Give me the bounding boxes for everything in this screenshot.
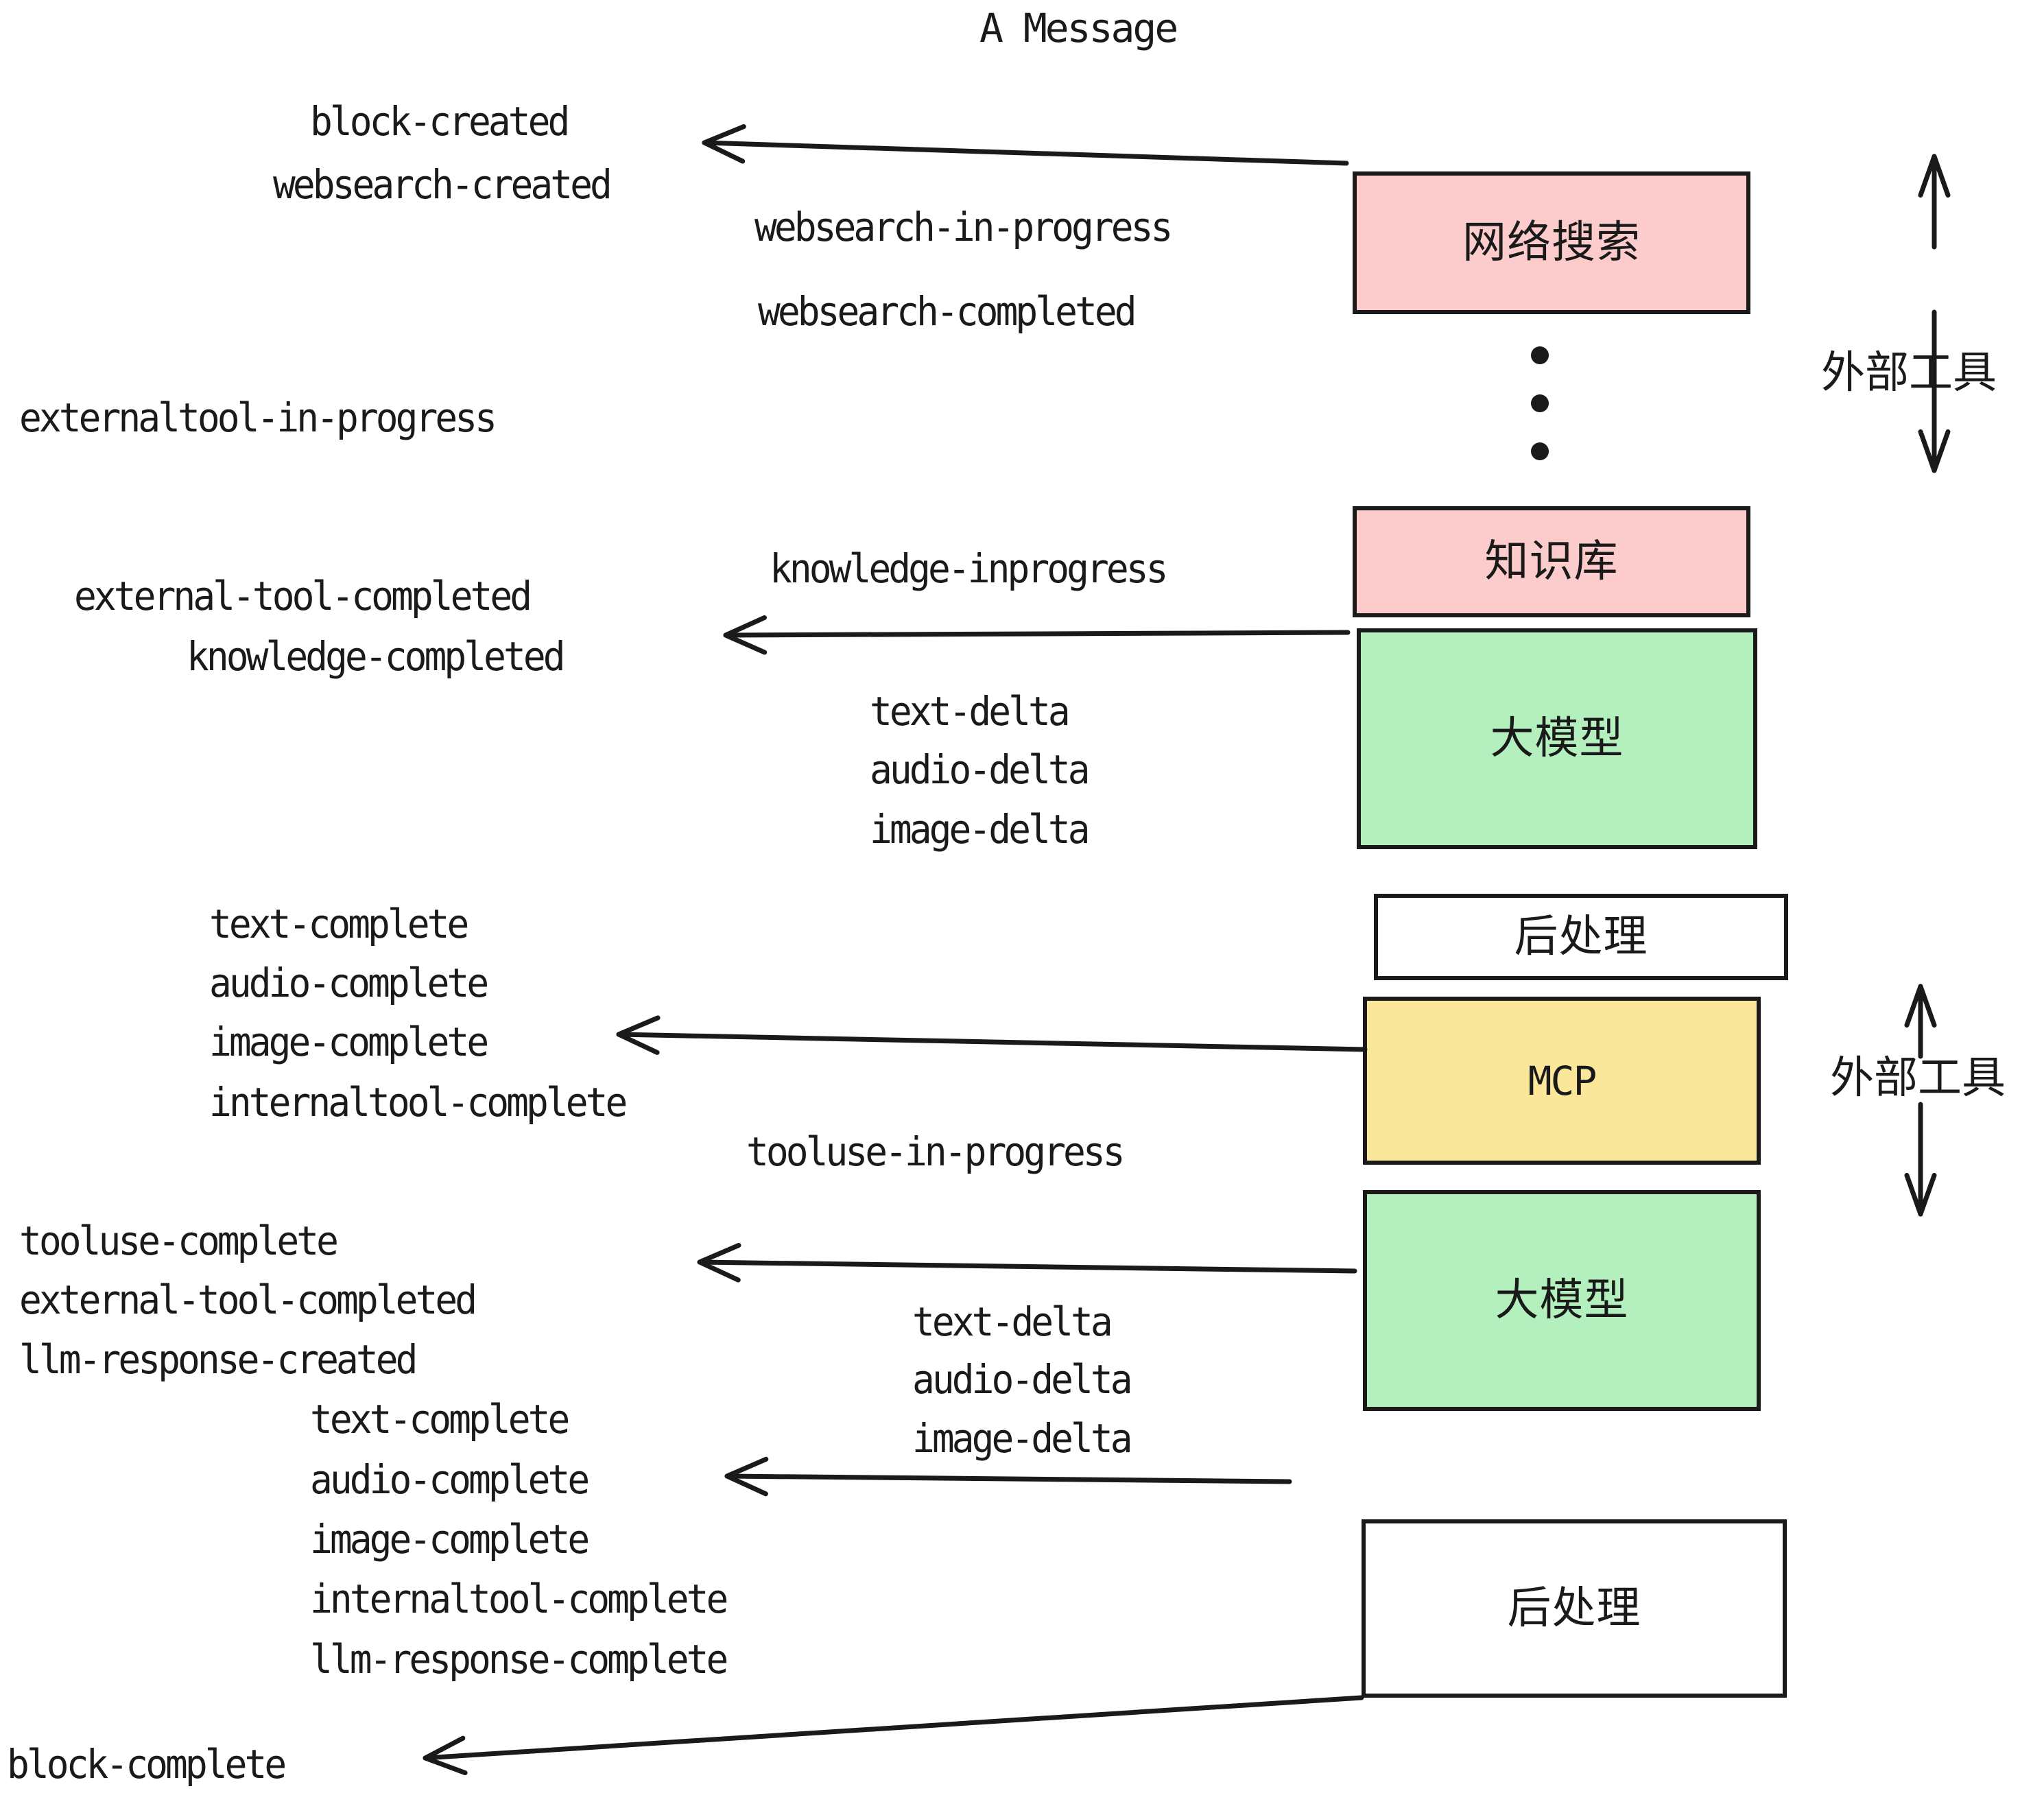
event-label-llm-response-created: llm-response-created <box>19 1336 418 1383</box>
node-box-label: 大模型 <box>1490 713 1624 764</box>
event-label-external-tool-completed-1: external-tool-completed <box>74 573 532 619</box>
event-label-text-complete-1: text-complete <box>209 901 469 947</box>
node-box-llm-2: 大模型 <box>1363 1190 1761 1411</box>
node-box-label: MCP <box>1528 1057 1597 1104</box>
node-box-label: 后处理 <box>1514 912 1648 962</box>
ellipsis-dot-1 <box>1531 346 1549 364</box>
bracket-up-head-external-tools-top <box>1918 154 1951 198</box>
node-box-label: 知识库 <box>1484 536 1619 587</box>
event-label-image-delta-2: image-delta <box>912 1415 1133 1462</box>
bracket-label-external-tools-top: 外部工具 <box>1821 348 1997 399</box>
event-label-internaltool-complete-1: internaltool-complete <box>209 1079 628 1126</box>
node-box-mcp: MCP <box>1363 997 1761 1165</box>
node-box-knowledge: 知识库 <box>1353 506 1750 617</box>
arrow-head-arrow-knowledge-done <box>723 615 768 655</box>
event-label-image-complete-2: image-complete <box>310 1516 590 1563</box>
arrow-line-arrow-audio-complete <box>724 1473 1292 1484</box>
bracket-down-head-external-tools-bottom <box>1904 1172 1937 1217</box>
event-label-websearch-completed: websearch-completed <box>758 288 1137 335</box>
event-label-audio-delta-1: audio-delta <box>870 746 1091 793</box>
node-box-llm-1: 大模型 <box>1357 628 1757 849</box>
arrow-line-arrow-tooluse-complete <box>697 1259 1357 1274</box>
bracket-down-head-external-tools-top <box>1918 429 1951 473</box>
arrow-head-arrow-image-complete <box>616 1015 661 1055</box>
node-box-postproc-1: 后处理 <box>1374 894 1788 980</box>
node-box-postproc-2: 后处理 <box>1362 1519 1787 1698</box>
event-label-image-complete-1: image-complete <box>209 1019 489 1065</box>
node-box-websearch: 网络搜索 <box>1353 171 1750 314</box>
event-label-websearch-created: websearch-created <box>273 161 613 208</box>
event-label-knowledge-completed: knowledge-completed <box>187 633 566 680</box>
diagram-title: A Message <box>979 5 1178 51</box>
event-label-internaltool-complete-2: internaltool-complete <box>310 1576 728 1622</box>
event-label-audio-delta-2: audio-delta <box>912 1356 1133 1403</box>
event-label-llm-response-complete: llm-response-complete <box>310 1636 728 1683</box>
arrow-head-arrow-block-complete <box>423 1735 468 1776</box>
ellipsis-dot-3 <box>1531 442 1549 460</box>
event-label-tooluse-complete: tooluse-complete <box>19 1218 339 1264</box>
event-label-tooluse-in-progress: tooluse-in-progress <box>746 1128 1126 1175</box>
event-label-websearch-in-progress: websearch-in-progress <box>754 204 1173 250</box>
arrow-head-arrow-block-created <box>702 124 746 164</box>
event-label-image-delta-1: image-delta <box>870 806 1091 853</box>
node-box-label: 后处理 <box>1507 1583 1641 1634</box>
event-label-audio-complete-1: audio-complete <box>209 960 489 1006</box>
arrow-head-arrow-audio-complete <box>724 1456 769 1497</box>
event-label-text-complete-2: text-complete <box>310 1396 570 1443</box>
event-label-block-complete: block-complete <box>7 1741 287 1788</box>
arrow-line-arrow-knowledge-done <box>723 630 1351 638</box>
event-label-text-delta-1: text-delta <box>870 688 1071 735</box>
bracket-label-external-tools-bottom: 外部工具 <box>1830 1053 2006 1104</box>
event-label-audio-complete-2: audio-complete <box>310 1456 590 1503</box>
arrow-line-arrow-image-complete <box>616 1032 1368 1052</box>
arrow-head-arrow-tooluse-complete <box>697 1242 741 1283</box>
bracket-up-head-external-tools-bottom <box>1904 984 1937 1028</box>
arrow-line-arrow-block-complete <box>423 1695 1364 1761</box>
node-box-label: 网络搜索 <box>1462 217 1641 268</box>
event-label-external-tool-completed-2: external-tool-completed <box>19 1277 477 1323</box>
node-box-label: 大模型 <box>1495 1275 1629 1326</box>
event-label-knowledge-inprogress: knowledge-inprogress <box>770 545 1168 592</box>
event-label-externaltool-in-progress: externaltool-in-progress <box>19 394 497 441</box>
ellipsis-dot-2 <box>1531 394 1549 412</box>
event-label-block-created: block-created <box>310 98 570 145</box>
arrow-line-arrow-block-created <box>702 140 1349 166</box>
event-label-text-delta-2: text-delta <box>912 1298 1113 1345</box>
